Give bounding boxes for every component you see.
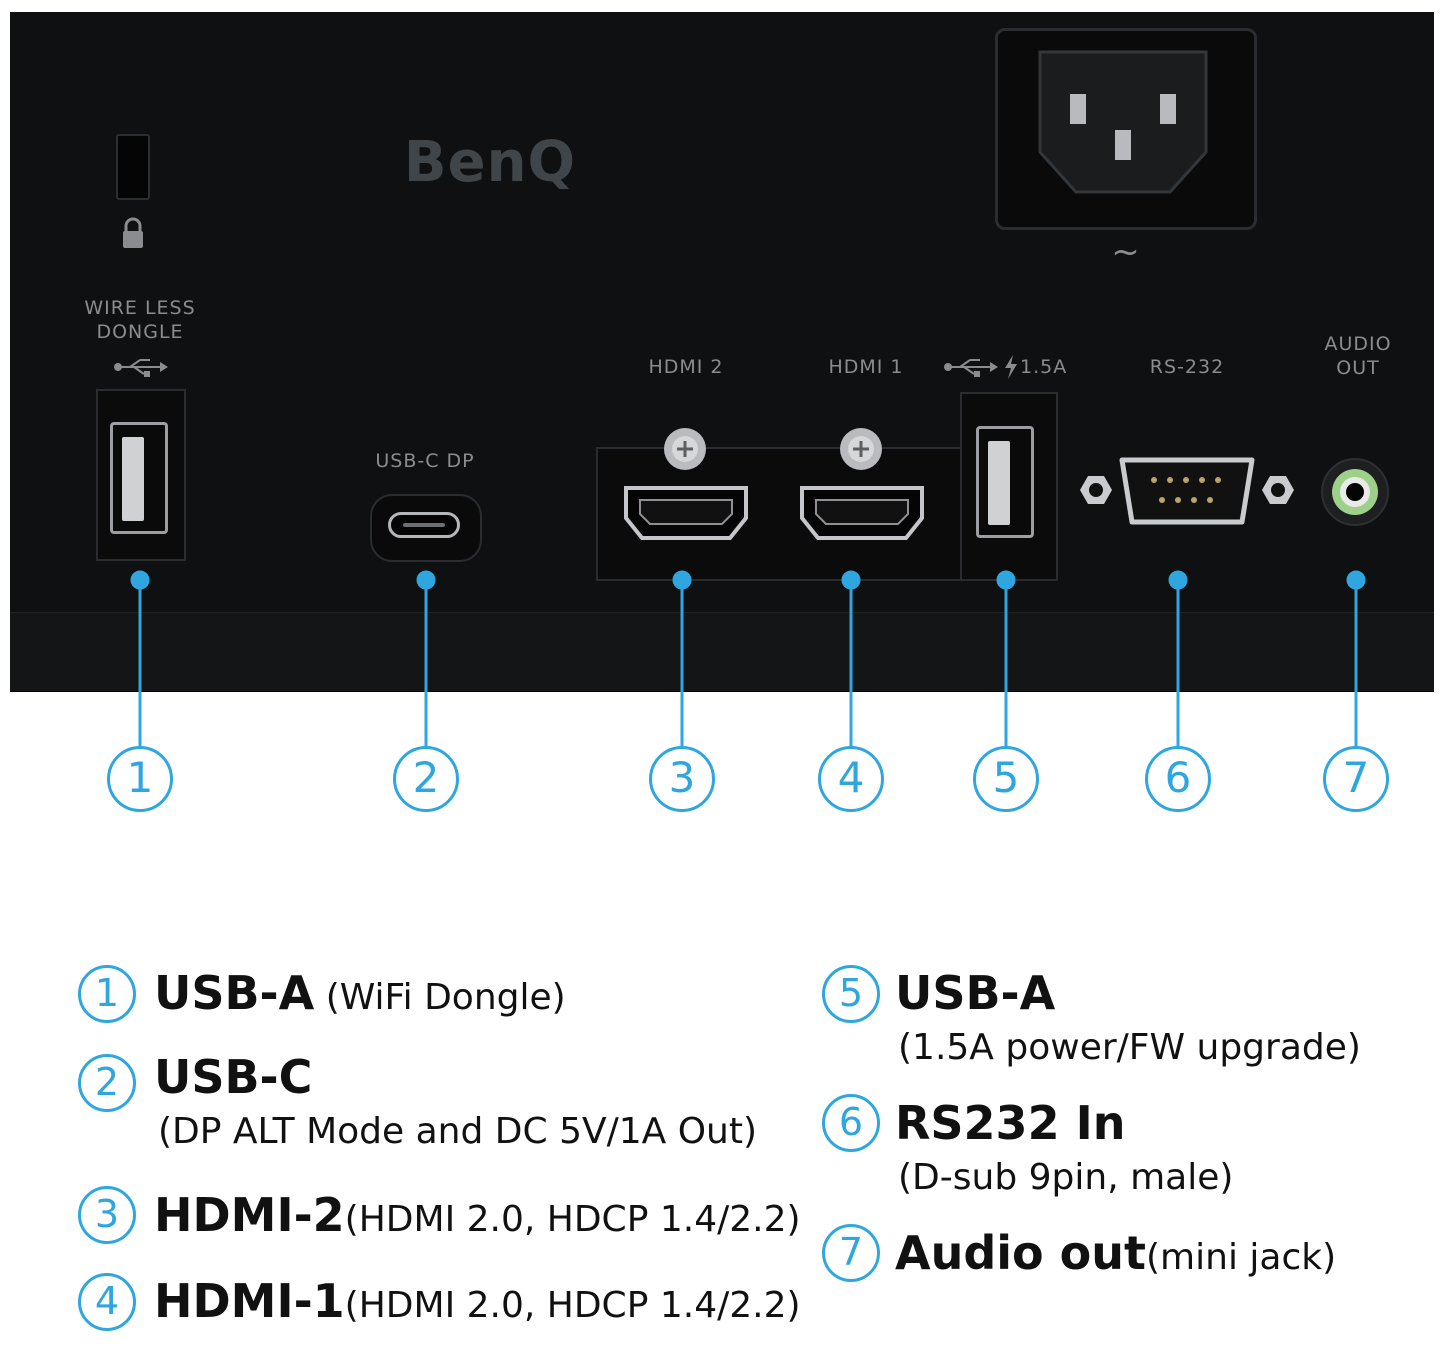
- legend-detail-7: (mini jack): [1146, 1237, 1337, 1278]
- rs232-port-6[interactable]: [1072, 452, 1302, 532]
- legend-item-4: HDMI-1(HDMI 2.0, HDCP 1.4/2.2): [154, 1274, 801, 1333]
- legend-detail-5: (1.5A power/FW upgrade): [898, 1027, 1361, 1068]
- legend-item-3: HDMI-2(HDMI 2.0, HDCP 1.4/2.2): [154, 1188, 801, 1247]
- callout-4: 4: [818, 746, 884, 812]
- legend-item-1: USB-A (WiFi Dongle): [154, 966, 566, 1025]
- legend-title-1: USB-A: [154, 966, 315, 1020]
- callout-2: 2: [393, 746, 459, 812]
- hdmi-port-4[interactable]: [798, 484, 926, 542]
- legend-title-2: USB-C: [154, 1050, 313, 1104]
- usb-a-port-1[interactable]: [110, 422, 168, 534]
- legend-num-1: 1: [78, 965, 136, 1023]
- legend-num-4: 4: [78, 1273, 136, 1331]
- usb-icon: [114, 359, 168, 377]
- label-hdmi-2: HDMI 2: [648, 356, 724, 378]
- legend-detail-4: (HDMI 2.0, HDCP 1.4/2.2): [344, 1285, 801, 1326]
- label-hdmi-1: HDMI 1: [828, 356, 904, 378]
- legend-detail-6: (D-sub 9pin, male): [898, 1157, 1234, 1198]
- legend-title-3: HDMI-2: [154, 1188, 345, 1242]
- legend-detail-3: (HDMI 2.0, HDCP 1.4/2.2): [344, 1199, 801, 1240]
- legend-detail-1: (WiFi Dongle): [314, 977, 566, 1018]
- label-wireless-line2: DONGLE: [96, 321, 184, 343]
- label-audio-line1: AUDIO: [1324, 333, 1392, 355]
- callout-leaders: [130, 570, 1366, 746]
- hdmi-port-3[interactable]: [622, 484, 750, 542]
- label-rs232: RS-232: [1149, 356, 1225, 378]
- callout-5: 5: [973, 746, 1039, 812]
- screw-icon: [840, 428, 882, 470]
- legend-title-6: RS232 In: [895, 1096, 1126, 1150]
- legend-item-7: Audio out(mini jack): [895, 1226, 1336, 1285]
- legend-num-7: 7: [822, 1224, 880, 1282]
- legend-title-5: USB-A: [895, 966, 1056, 1020]
- ac-symbol: ~: [1111, 232, 1141, 272]
- legend-title-4: HDMI-1: [154, 1274, 345, 1328]
- panel-lower-edge: [10, 612, 1434, 691]
- ac-power-inlet: [1038, 50, 1208, 194]
- label-wireless-line1: WIRE LESS: [84, 297, 196, 319]
- device-rear-panel: BenQ ~ WIRE LESS DONGLE USB-C DP HDMI 2: [10, 12, 1434, 692]
- padlock-icon: [123, 217, 143, 248]
- legend-title-7: Audio out: [895, 1226, 1147, 1280]
- label-audio-line2: OUT: [1336, 357, 1380, 379]
- usb-a-port-5[interactable]: [976, 426, 1034, 538]
- callout-7: 7: [1323, 746, 1389, 812]
- legend-num-5: 5: [822, 965, 880, 1023]
- brand-logo: BenQ: [403, 130, 577, 195]
- label-usb-power: 1.5A: [1020, 356, 1068, 378]
- audio-jack-port-7[interactable]: [1320, 457, 1390, 527]
- screw-icon: [664, 428, 706, 470]
- usb-c-port-2[interactable]: [388, 512, 460, 538]
- legend-detail-2: (DP ALT Mode and DC 5V/1A Out): [158, 1111, 758, 1152]
- legend-num-2: 2: [78, 1054, 136, 1112]
- usb-icon: [944, 359, 998, 377]
- legend-num-6: 6: [822, 1094, 880, 1152]
- legend-num-3: 3: [78, 1186, 136, 1244]
- label-usb-c-dp: USB-C DP: [375, 450, 475, 472]
- kensington-lock-slot: [116, 134, 150, 200]
- callout-3: 3: [649, 746, 715, 812]
- callout-6: 6: [1145, 746, 1211, 812]
- lightning-icon: [1005, 355, 1017, 379]
- callout-1: 1: [107, 746, 173, 812]
